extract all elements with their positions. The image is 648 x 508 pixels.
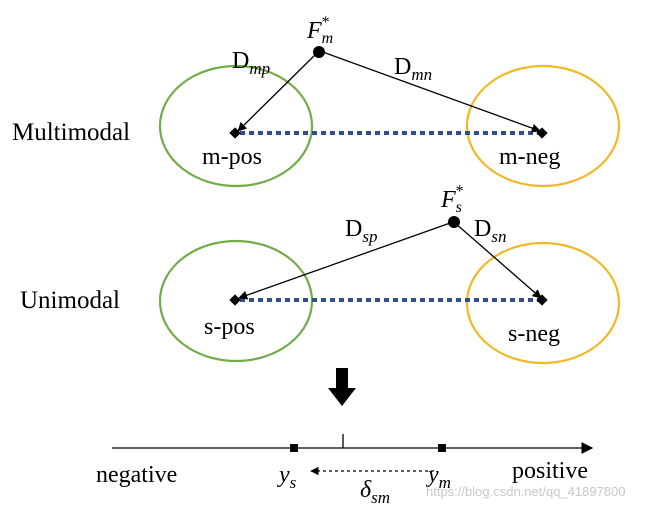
s-feature-label: F*s — [440, 183, 464, 216]
s-neg-label: s-neg — [508, 321, 560, 347]
s-feature-point — [448, 216, 460, 228]
positive-label: positive — [512, 458, 588, 484]
ys-marker — [290, 444, 298, 452]
m-neg-circle — [465, 64, 621, 188]
m-pos-label: m-pos — [202, 144, 262, 170]
ys-label: ys — [277, 462, 297, 492]
m-edge-to-neg — [319, 50, 541, 133]
s-edge-neg-label: Dsn — [474, 216, 506, 246]
m-edge-neg-label: Dmn — [394, 54, 432, 84]
down-arrow-icon — [328, 368, 356, 406]
m-pos-marker — [229, 127, 241, 139]
m-edge-to-pos — [237, 51, 319, 132]
m-feature-point — [313, 46, 325, 58]
m-neg-label: m-neg — [499, 144, 560, 170]
m-neg-marker — [536, 127, 548, 139]
delta-sm-label: δsm — [360, 477, 390, 507]
s-pos-label: s-pos — [204, 314, 255, 340]
negative-label: negative — [96, 462, 177, 488]
m-feature-label: F*m — [306, 14, 333, 47]
s-edge-pos-label: Dsp — [345, 216, 377, 246]
unimodal-row-label: Unimodal — [20, 287, 120, 314]
s-pos-marker — [229, 294, 241, 306]
s-edge-to-pos — [238, 221, 454, 300]
multimodal-row-label: Multimodal — [12, 119, 130, 146]
s-neg-circle — [465, 241, 621, 365]
m-edge-pos-label: Dmp — [232, 48, 270, 78]
ym-marker — [438, 444, 446, 452]
watermark: https://blog.csdn.net/qq_41897800 — [426, 484, 626, 499]
s-edge-to-neg — [454, 222, 542, 299]
s-neg-marker — [536, 294, 548, 306]
m-pos-circle — [158, 64, 314, 188]
ym-label: ym — [426, 462, 451, 492]
